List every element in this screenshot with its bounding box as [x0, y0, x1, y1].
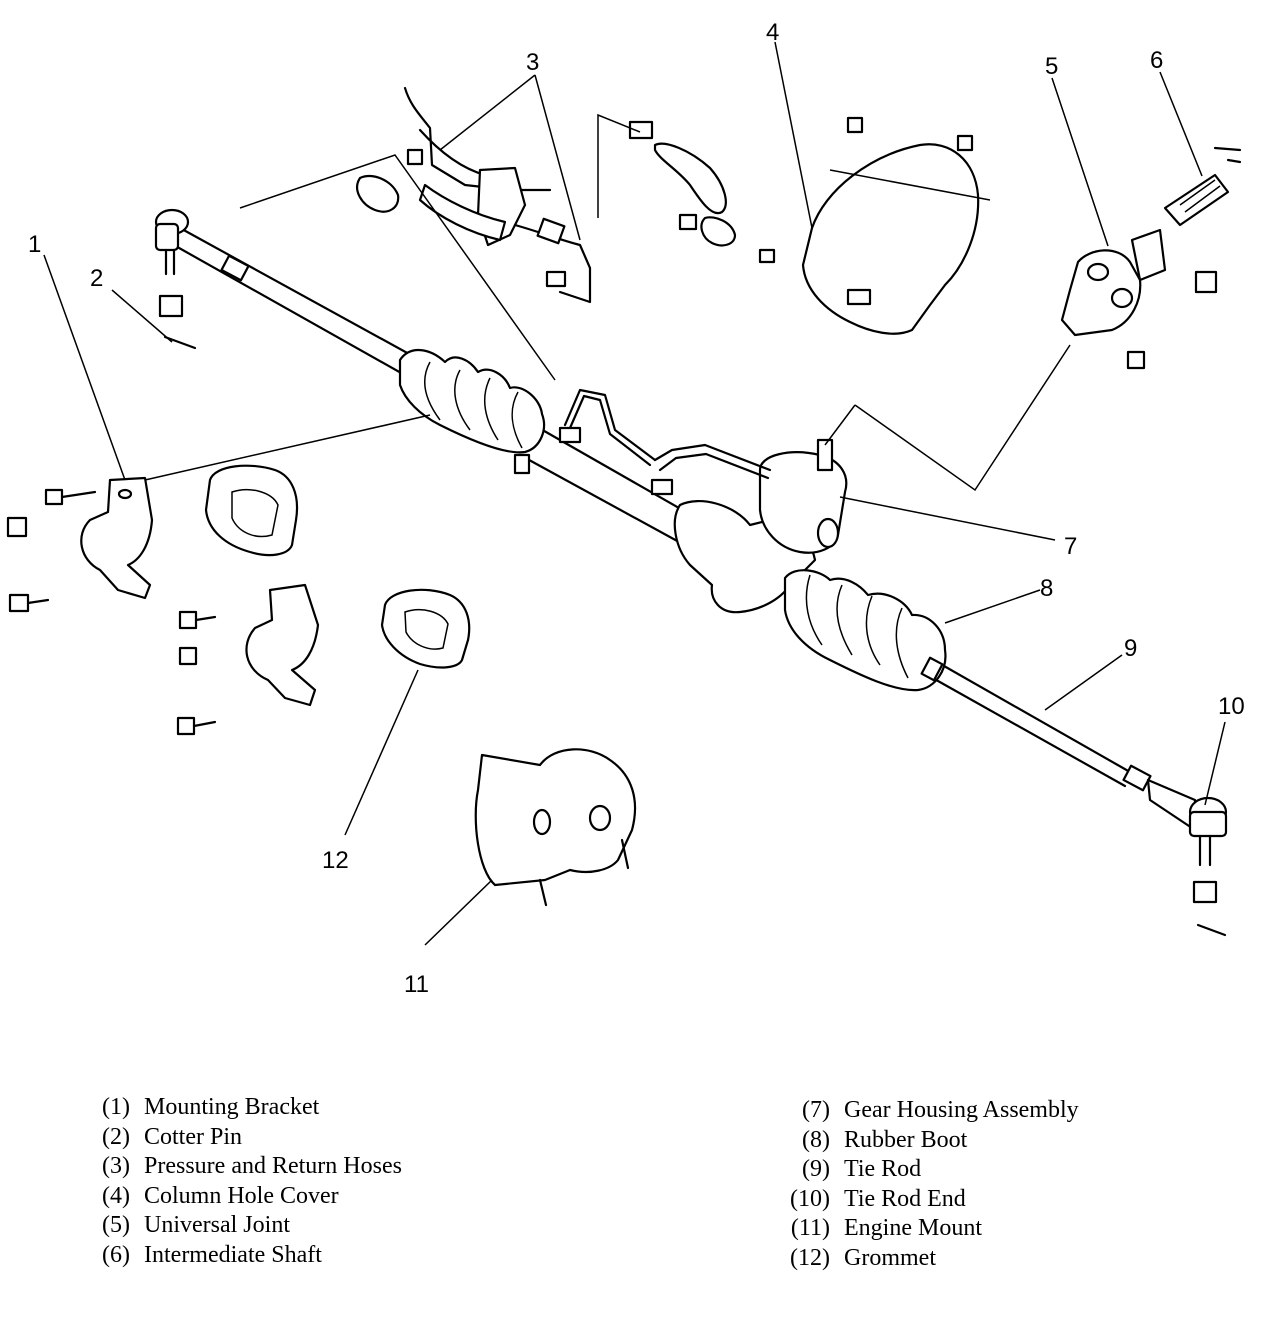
leader-lines	[43, 41, 1226, 946]
legend-number: (11)	[790, 1215, 830, 1242]
rack-tube	[170, 226, 1132, 788]
legend-label: Gear Housing Assembly	[844, 1097, 1079, 1123]
callout-7: 7	[1064, 533, 1077, 560]
legend-label: Column Hole Cover	[144, 1182, 339, 1209]
grommet-lower	[380, 588, 471, 669]
grommet-upper	[204, 464, 299, 557]
legend-item: (4) Column Hole Cover	[88, 1182, 402, 1212]
callout-12: 12	[322, 847, 349, 874]
right-tie-rod-end	[1122, 764, 1228, 937]
legend-number: (7)	[802, 1097, 830, 1123]
mounting-bracket-lower	[245, 583, 320, 707]
legend-number: (12)	[790, 1244, 830, 1271]
alignment-lines	[144, 113, 1071, 492]
legend-label: Cotter Pin	[144, 1123, 243, 1150]
callout-6: 6	[1150, 47, 1163, 74]
legend-number: (4)	[102, 1182, 130, 1209]
legend-label: Intermediate Shaft	[144, 1241, 322, 1268]
callout-11: 11	[404, 971, 429, 998]
legend-item: (3) Pressure and Return Hoses	[88, 1152, 402, 1182]
legend-label: Pressure and Return Hoses	[144, 1153, 402, 1180]
callout-1: 1	[28, 231, 41, 258]
callout-5: 5	[1045, 53, 1058, 80]
intermediate-shaft	[1163, 146, 1242, 227]
pressure-return-hoses	[356, 86, 737, 304]
legend-left-column: (1) Mounting Bracket (2) Cotter Pin (3) Pre…	[88, 1093, 402, 1271]
callout-4: 4	[766, 19, 779, 46]
legend-number: (2)	[102, 1123, 130, 1150]
legend-item: (6) Intermediate Shaft	[88, 1241, 402, 1271]
legend-label: Tie Rod End	[844, 1185, 966, 1212]
legend-label: Grommet	[844, 1244, 936, 1271]
legend-item: (12) Grommet	[772, 1244, 1079, 1274]
callout-9: 9	[1124, 635, 1137, 662]
legend-item: (7) Gear Housing Assembly	[772, 1096, 1079, 1126]
legend-number: (5)	[102, 1212, 130, 1239]
column-hole-cover	[758, 116, 991, 335]
legend-right-column: (7)Gear Housing Assembly (8)Rubber Boot …	[772, 1096, 1079, 1274]
legend-number: (9)	[802, 1156, 830, 1183]
gear-housing	[673, 438, 947, 692]
legend-item: (9) Tie Rod	[772, 1155, 1079, 1185]
left-rubber-boot	[398, 349, 546, 475]
callout-10: 10	[1218, 693, 1245, 720]
legend-number: (6)	[102, 1241, 130, 1268]
legend-label: Rubber Boot	[844, 1126, 968, 1153]
rack-pipes	[558, 388, 772, 496]
legend-item: (5) Universal Joint	[88, 1211, 402, 1241]
legend-item: (2) Cotter Pin	[88, 1123, 402, 1153]
cotter-pin	[158, 294, 197, 350]
legend-label: Mounting Bracket	[144, 1094, 320, 1120]
universal-joint	[1060, 228, 1218, 370]
legend-label: Engine Mount	[844, 1215, 982, 1242]
legend-item: (8) Rubber Boot	[772, 1126, 1079, 1156]
legend-number: (3)	[102, 1153, 130, 1180]
legend-item: (10) Tie Rod End	[772, 1185, 1079, 1215]
legend-number: (1)	[102, 1094, 130, 1120]
legend-item: (1) Mounting Bracket	[88, 1093, 402, 1123]
steering-rack-exploded-diagram: 1 2 3 4 5 6 7 8 9 10 11 12	[6, 19, 1245, 998]
engine-mount	[474, 748, 637, 907]
legend-label: Universal Joint	[144, 1212, 290, 1239]
bolts	[6, 488, 217, 736]
legend-number: (8)	[802, 1126, 830, 1153]
left-tie-rod-end	[154, 208, 250, 282]
legend-item: (11) Engine Mount	[772, 1214, 1079, 1244]
callout-3: 3	[526, 49, 539, 76]
legend-number: (10)	[790, 1185, 830, 1212]
mounting-bracket-upper	[80, 476, 154, 600]
legend-label: Tie Rod	[844, 1156, 922, 1183]
callout-numbers: 1 2 3 4 5 6 7 8 9 10 11 12	[28, 19, 1245, 998]
callout-2: 2	[90, 265, 103, 292]
callout-8: 8	[1040, 575, 1053, 602]
